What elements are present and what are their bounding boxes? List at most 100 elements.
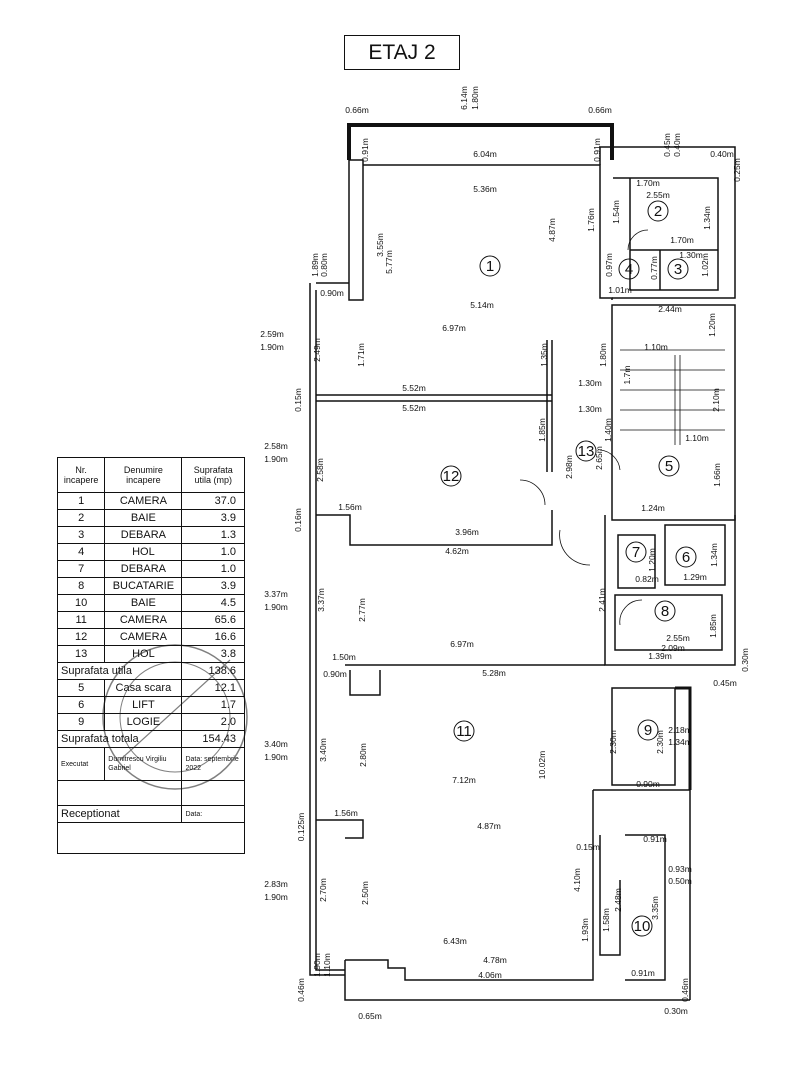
loggia-wall xyxy=(611,687,676,786)
rooms-6-7-8-wall xyxy=(614,524,726,651)
dimension-label: 1.90m xyxy=(264,752,288,762)
stairs xyxy=(620,349,725,445)
cell-name: CAMERA xyxy=(104,611,183,629)
dimension-label: 2.98m xyxy=(564,455,574,479)
cell-nr: 13 xyxy=(56,645,106,663)
header-name: Denumire incapere xyxy=(104,457,183,493)
room-2-3-wall xyxy=(613,177,719,291)
dimension-label: 1.34m xyxy=(668,737,692,747)
room-number-circle xyxy=(440,465,462,487)
dimension-label: 2.58m xyxy=(315,458,325,482)
dimension-label: 2.59m xyxy=(260,329,284,339)
blank-row xyxy=(57,822,245,854)
room-number: 1 xyxy=(486,258,494,275)
dimension-label: 1.56m xyxy=(334,808,358,818)
bottom-wall xyxy=(344,790,690,1001)
dimension-label: 0.82m xyxy=(635,574,659,584)
room-number-circle xyxy=(658,455,680,477)
dimension-label: 1.01m xyxy=(608,285,632,295)
room-number: 2 xyxy=(654,203,662,220)
room-number: 9 xyxy=(644,722,652,739)
dimension-label: 1.34m xyxy=(709,543,719,567)
room-number-circle xyxy=(631,915,653,937)
dimension-label: 5.28m xyxy=(482,668,506,678)
total-label: Suprafata totala xyxy=(56,730,183,748)
cell-nr: 9 xyxy=(56,713,106,731)
dimension-label: 1.39m xyxy=(648,651,672,661)
dimension-label: 1.24m xyxy=(641,503,665,513)
loggia-outer-wall xyxy=(675,686,692,790)
executed-row: Executat Dumitrescu Virgiliu Gabriel Dat… xyxy=(56,747,245,781)
room-number-circle xyxy=(618,258,640,280)
executed-label: Executat xyxy=(56,747,106,781)
dimension-label: 1.54m xyxy=(611,200,621,224)
subtotal-row: Suprafata utila 138.6 xyxy=(56,662,245,680)
area-table: Nr. incapere Denumire incapere Suprafata… xyxy=(56,457,245,854)
hall-wall xyxy=(546,340,553,472)
cell-name: HOL xyxy=(104,645,183,663)
room-number-circle xyxy=(675,546,697,568)
walls xyxy=(309,123,736,1001)
dimension-label: 0.91m xyxy=(631,968,655,978)
dimension-label: 2.77m xyxy=(357,598,367,622)
page-title: ETAJ 2 xyxy=(344,35,460,70)
dimension-label: 4.06m xyxy=(478,970,502,980)
dimension-label: 3.35m xyxy=(650,896,660,920)
dimension-label: 0.77m xyxy=(649,256,659,280)
dimension-label: 1.10m xyxy=(685,433,709,443)
dimension-label: 0.45m xyxy=(662,133,672,157)
dimension-label: 6.97m xyxy=(450,639,474,649)
dimension-label: 6.97m xyxy=(442,323,466,333)
dimension-label: 3.40m xyxy=(318,738,328,762)
cell-nr: 10 xyxy=(56,594,106,612)
dimension-label: 5.14m xyxy=(470,300,494,310)
room-12-bottom-wall xyxy=(316,510,553,546)
room-3-4-wall xyxy=(630,249,718,290)
dimension-label: 2.80m xyxy=(358,743,368,767)
dimension-label: 2.58m xyxy=(264,441,288,451)
dimension-label: 2.48m xyxy=(613,888,623,912)
dimension-label: 0.16m xyxy=(293,508,303,532)
bath-10-wall xyxy=(599,835,621,956)
room-number: 3 xyxy=(674,261,682,278)
dimension-label: 3.55m xyxy=(375,233,385,257)
received-date: Data: xyxy=(181,805,245,823)
room-number: 13 xyxy=(578,443,595,460)
dimension-label: 0.66m xyxy=(588,105,612,115)
room-number-circle xyxy=(637,719,659,741)
cell-name: DEBARA xyxy=(104,560,183,578)
cell-area: 1.0 xyxy=(181,560,245,578)
dimension-label: 1.90m xyxy=(312,953,322,977)
room-10-wall xyxy=(625,834,666,981)
cell-name: CAMERA xyxy=(104,492,183,510)
dimension-label: 1.02m xyxy=(700,253,710,277)
dimension-label: 0.65m xyxy=(358,1011,382,1021)
cell-area: 4.5 xyxy=(181,594,245,612)
dimension-label: 1.70m xyxy=(670,235,694,245)
dimension-label: 5.52m xyxy=(402,403,426,413)
cell-name: Casa scara xyxy=(104,679,183,697)
cell-nr: 1 xyxy=(56,492,106,510)
received-row: Receptionat Data: xyxy=(56,805,245,823)
dimension-label: 1.90m xyxy=(260,342,284,352)
dimension-label: 4.87m xyxy=(547,218,557,242)
dimension-label: 0.66m xyxy=(345,105,369,115)
dimension-label: 2.30m xyxy=(655,730,665,754)
dimension-label: 0.15m xyxy=(576,842,600,852)
room-11-top-wall xyxy=(345,664,605,696)
dimension-label: 1.40m xyxy=(603,418,613,442)
dimension-label: 1.89m xyxy=(310,253,320,277)
blank-row xyxy=(56,780,245,806)
total-row: Suprafata totala 154.43 xyxy=(56,730,245,748)
cell-area: 65.6 xyxy=(181,611,245,629)
dimension-label: 2.09m xyxy=(661,643,685,653)
